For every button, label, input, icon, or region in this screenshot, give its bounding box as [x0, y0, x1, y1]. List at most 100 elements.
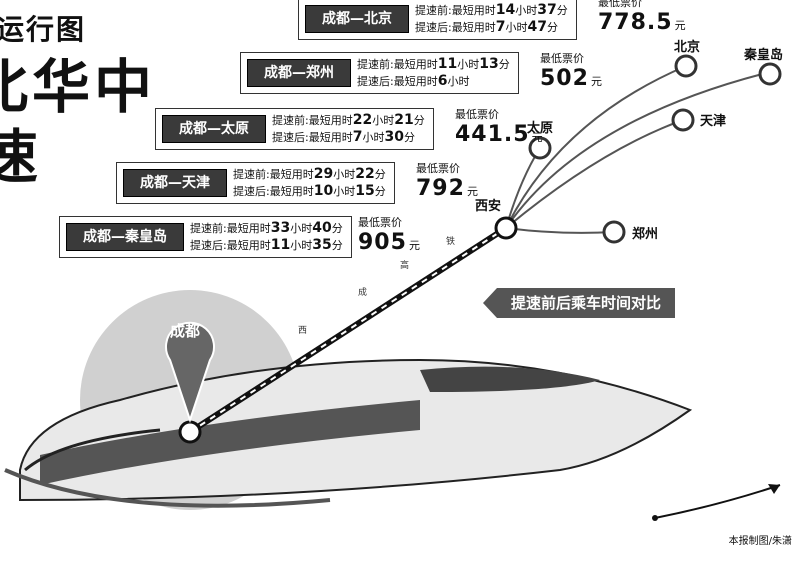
- before-prefix: 提速前:最短用时: [233, 168, 314, 181]
- route-times: 提速前:最短用时29小时22分提速后:最短用时10小时15分: [233, 166, 394, 200]
- before-prefix: 提速前:最短用时: [415, 4, 496, 17]
- after-h: 10: [313, 183, 334, 199]
- node-chengdu: [178, 420, 202, 444]
- minute-unit: 分: [374, 185, 386, 198]
- timeline-arrowhead: [768, 484, 780, 494]
- headline-line3: 速: [0, 123, 43, 191]
- minute-unit: 分: [498, 58, 510, 71]
- before-m: 21: [394, 112, 414, 128]
- price-label: 最低票价: [598, 0, 642, 9]
- price-value: 778.5: [598, 10, 673, 35]
- after-prefix: 提速后:最短用时: [415, 21, 496, 34]
- minute-unit: 分: [556, 4, 568, 17]
- railway-line-dashes: [189, 227, 507, 433]
- chengdu-pin-icon: [165, 321, 215, 424]
- railway-char-4: 铁: [446, 237, 456, 247]
- route-name: 成都—秦皇岛: [66, 223, 184, 251]
- railway-char-3: 高: [400, 261, 410, 271]
- hour-unit: 小时: [447, 75, 470, 88]
- route-times: 提速前:最短用时14小时37分提速后:最短用时7小时47分: [415, 2, 576, 36]
- travel-time-after: 提速后:最短用时7小时47分: [415, 19, 568, 36]
- price-unit: 元: [408, 239, 420, 252]
- before-prefix: 提速前:最短用时: [272, 114, 353, 127]
- hour-unit: 小时: [505, 21, 528, 34]
- route-times: 提速前:最短用时33小时40分提速后:最短用时11小时35分: [190, 220, 351, 254]
- timeline-arrow: [654, 484, 781, 519]
- label-tianjin: 天津: [700, 114, 727, 129]
- label-xian: 西安: [475, 199, 502, 214]
- hour-unit: 小时: [372, 114, 395, 127]
- price-unit: 元: [531, 131, 543, 144]
- route-name: 成都—北京: [305, 5, 409, 33]
- route-card: 成都—天津提速前:最短用时29小时22分提速后:最短用时10小时15分: [116, 162, 395, 204]
- before-h: 33: [270, 220, 291, 236]
- travel-time-after: 提速后:最短用时11小时35分: [190, 237, 343, 254]
- before-h: 14: [495, 2, 516, 18]
- node-beijing: [674, 54, 698, 78]
- minute-unit: 分: [546, 21, 558, 34]
- before-m: 40: [312, 220, 332, 236]
- label-taiyuan: 太原: [527, 121, 554, 136]
- node-tianjin: [671, 108, 695, 132]
- price-value: 905: [358, 230, 407, 255]
- hour-unit: 小时: [290, 239, 313, 252]
- after-prefix: 提速后:最短用时: [272, 131, 353, 144]
- minute-unit: 分: [413, 114, 425, 127]
- route-card: 成都—太原提速前:最短用时22小时21分提速后:最短用时7小时30分: [155, 108, 434, 150]
- after-h: 6: [437, 73, 448, 89]
- comparison-callout: 提速前后乘车时间对比: [482, 288, 676, 318]
- travel-time-before: 提速前:最短用时29小时22分: [233, 166, 386, 183]
- after-prefix: 提速后:最短用时: [357, 75, 438, 88]
- hour-unit: 小时: [515, 4, 538, 17]
- before-prefix: 提速前:最短用时: [357, 58, 438, 71]
- minute-unit: 分: [403, 131, 415, 144]
- price-value: 502: [540, 66, 589, 91]
- minute-unit: 分: [374, 168, 386, 181]
- headline-line2: 北华中: [0, 53, 157, 121]
- travel-time-before: 提速前:最短用时14小时37分: [415, 2, 568, 19]
- travel-time-before: 提速前:最短用时11小时13分: [357, 56, 510, 73]
- hour-unit: 小时: [362, 131, 385, 144]
- hour-unit: 小时: [333, 185, 356, 198]
- route-name: 成都—天津: [123, 169, 227, 197]
- route-card: 成都—北京提速前:最短用时14小时37分提速后:最短用时7小时47分: [298, 0, 577, 40]
- before-m: 22: [355, 166, 375, 182]
- price-label: 最低票价: [540, 52, 584, 65]
- before-prefix: 提速前:最短用时: [190, 222, 271, 235]
- label-qinhuangdao: 秦皇岛: [744, 48, 784, 63]
- price-label: 最低票价: [358, 216, 402, 229]
- travel-time-after: 提速后:最短用时10小时15分: [233, 183, 386, 200]
- before-m: 13: [479, 56, 499, 72]
- after-h: 7: [495, 19, 506, 35]
- railway-char-1: 西: [298, 326, 308, 336]
- route-card: 成都—郑州提速前:最短用时11小时13分提速后:最短用时6小时: [240, 52, 519, 94]
- after-prefix: 提速后:最短用时: [190, 239, 271, 252]
- node-taiyuan: [528, 136, 552, 160]
- before-h: 29: [313, 166, 334, 182]
- after-h: 7: [352, 129, 363, 145]
- hour-unit: 小时: [290, 222, 313, 235]
- travel-time-after: 提速后:最短用时7小时30分: [272, 129, 425, 146]
- railway-char-2: 成: [358, 288, 368, 298]
- node-zhengzhou: [602, 220, 626, 244]
- travel-time-after: 提速后:最短用时6小时: [357, 73, 510, 90]
- before-m: 37: [537, 2, 557, 18]
- after-h: 11: [270, 237, 291, 253]
- label-chengdu: 成都: [170, 322, 201, 340]
- label-beijing: 北京: [674, 40, 701, 55]
- price-unit: 元: [590, 75, 602, 88]
- route-name: 成都—太原: [162, 115, 266, 143]
- after-m: 15: [355, 183, 375, 199]
- price-label: 最低票价: [455, 108, 499, 121]
- credit-text: 本报制图/朱潇: [728, 536, 792, 547]
- travel-time-before: 提速前:最短用时22小时21分: [272, 112, 425, 129]
- before-h: 11: [437, 56, 458, 72]
- route-times: 提速前:最短用时11小时13分提速后:最短用时6小时: [357, 56, 518, 90]
- price-value: 792: [416, 176, 465, 201]
- label-zhengzhou: 郑州: [632, 227, 659, 242]
